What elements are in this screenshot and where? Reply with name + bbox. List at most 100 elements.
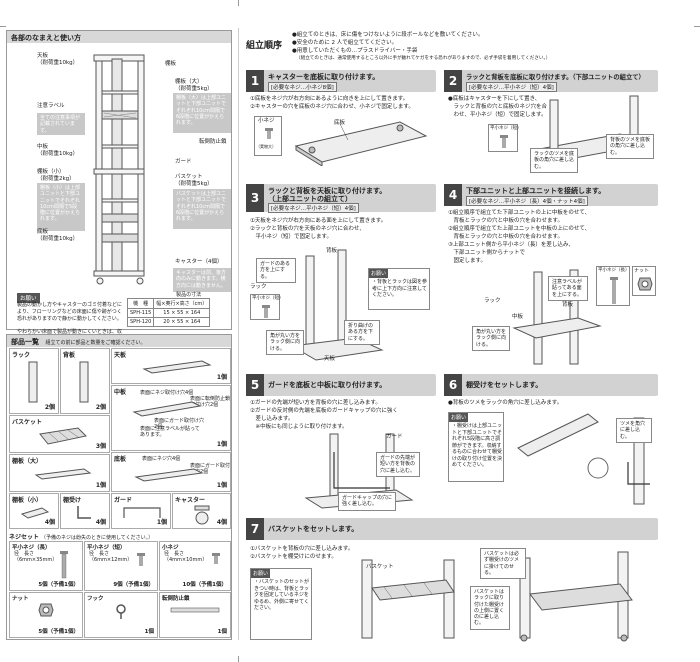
screws-title: ネジセット [9,534,40,541]
part-rack: ラック 2個 [9,348,59,414]
step-4-sub: [必要なネジ…平小ネジ（長）4個・ナット4個] [466,196,588,206]
step-1-bottom-label: 底板 [334,120,346,126]
screw-qty: 9個（予備1個） [113,582,154,588]
spec-cell: SPH-115 [126,308,155,318]
step-4-body-4: 背板とラックの穴と中板の穴を合わせます。 [448,234,563,240]
notice-badge: お願い [17,293,40,303]
step-3-title: ラックと背板を天板に取り付けます。 [268,187,387,195]
basket-note: バスケットは上部ユニットと下部ユニットでそれぞれ10cm間隔で6段階に位置がかえ… [173,189,231,229]
screw-size: 径 長さ （6mm×35mm） [14,551,58,563]
step-2-body-2: ラックと背板の穴と底板のネジ穴を合 [448,104,548,110]
step-1-number: 1 [246,70,264,92]
screw-qty: 1個 [217,629,227,635]
part-name: ガード [114,497,133,504]
step-3-label-top: 天板 [324,356,336,362]
step-2-note-back: 背板のツメを底板の角穴に差し込む。 [606,134,654,159]
shelf-large-note: 棚板（大）は上部ユニットと下部ユニットでそれぞれ10cm間隔で6段階に位置がかえ… [173,93,231,133]
part-qty: 1個 [216,374,227,381]
part-name: キャスター [175,497,206,504]
caution-note: 全ての注意事項が記載されています。 [37,113,85,135]
screw-qty: 10個（予備1個） [182,582,227,588]
step-4-body-2: 背板とラックの穴と中板の穴を合わせます。 [448,218,563,224]
step-3-label-back: 背板 [326,248,338,254]
part-basket: バスケット 3個 [9,415,110,453]
order-note-4: （組立てのときは、通常使用するところ以外に手が触れてケガをする恐れがありますので… [296,56,551,61]
spec-title: 製品の寸法 [176,292,202,298]
step-2-number: 2 [444,70,462,92]
label-top-board: 天板 （耐荷重10kg） [37,53,79,66]
parts-panel: 部品一覧 組立ての前に部品と数量をご確認ください。 ラック 2個 背板 2個 天… [6,334,232,640]
part-qty: 2個 [44,404,55,411]
part-top-board: 天板 1個 [111,348,231,384]
step-4-diagram [512,269,602,365]
step-7-diagram-left [361,559,455,639]
step-6-number: 6 [444,374,462,396]
step-3-sub: [必要なネジ…平小ネジ（短）4個] [268,203,359,213]
step-5-label-guard: ガード [386,434,403,440]
spec-header-size: 幅×奥行×高さ（cm） [153,298,211,309]
step-3-note-corner: 角が丸い方をラック側に向ける。 [266,330,304,355]
step-4-body-3: ②組立順序で組立てた上部ユニットを中板の上にのせて、 [448,226,591,232]
part-tip-chain: 転倒防止鎖 1個 [159,592,231,638]
screw-name: 平小ネジ（短） [87,545,126,551]
part-qty: 4個 [216,519,227,526]
part-name: 中板 [114,389,127,396]
order-note-2: ●安全のために 2 人で組立ててください。 [292,40,398,46]
step-6: 6 棚受けをセットします。 ●背板のツメをラックの角穴に差し込みます。 お願い … [444,374,658,514]
step-3-label-rack: ラック [250,284,267,290]
label-bottom-board: 底板 （耐荷重10kg） [37,229,79,242]
notice-badge: お願い [369,269,389,278]
part-qty: 1個 [216,482,227,489]
corner-mark [694,26,700,27]
label-guard: ガード [175,159,192,165]
mid-note-a: 表面にネジ取付け穴4個 [140,390,194,396]
step-3-notice: お願い ・背板とラックは図を参考に上下方向に注意してください。 [368,268,430,310]
actual-size-label: （実物大） [256,144,276,149]
step-5-note-cap: ガードキャップの穴に強く差し込む。 [338,492,396,511]
small-screw-box: 小ネジ （実物大） [254,116,282,156]
mid-note-d: 表面に注意ラベルが貼ってあります。 [140,426,200,438]
step-6-title: 棚受けをセットします。 [466,381,543,389]
step-2: 2 ラックと背板を底板に取り付けます。（下部ユニットの組立て） [必要なネジ…平… [444,70,658,173]
step-1-body-2: ②キャスターの穴を底板のネジ穴に合わせ、小ネジで固定します。 [250,104,414,110]
label-tip-prevent: 転倒防止鎖 [199,139,227,145]
part-name: 背板 [63,352,76,359]
order-note-3: ●用意していただくもの…プラスドライバー・手袋 [292,48,418,54]
step-7-title: バスケットをセットします。 [268,525,359,533]
screw-name: フック [87,596,104,602]
step-5-number: 5 [246,374,264,396]
part-caster: キャスター 4個 [172,493,231,529]
spec-cell: 20 × 55 × 164 [153,317,211,327]
step-7-body-2: ②バスケットを棚受けにのせます。 [250,554,337,560]
screw-qty: 1個 [144,629,154,635]
step-5-body-4: ※中板にも同じように取り付けます。 [250,424,348,430]
step-1-title: キャスターを底板に取り付けます。 [268,73,380,81]
part-qty: 1個 [95,482,106,489]
step-4: 4 下部ユニットと上部ユニットを接続します。 [必要なネジ…平小ネジ（長）4個・… [444,184,658,369]
step-3-body-3: 平小ネジ（短）で固定します。 [250,234,332,240]
part-name: バスケット [12,419,43,426]
part-qty: 3個 [95,443,106,450]
shelf-diagram [93,54,145,285]
step-4-note-label: 注意ラベルが貼ってある面を上にする。 [548,276,588,301]
screws-sub: （予備のネジは紛失のときに使用してください。） [40,535,154,541]
part-back-board: 背板 2個 [60,348,110,414]
step-5-body-3: 差し込みます。 [250,416,294,422]
part-name: 底板 [114,456,127,463]
step-3-body-2: ②ラックと背板の穴を天板のネジ穴に合わせ、 [250,226,365,232]
label-shelf-board: 棚板 [165,61,177,67]
step-1-diagram [294,121,428,166]
step-6-notice: お願い ・棚受けは上部ユニットと下部ユニットでそれぞれ5段階に高さ調節ができます… [448,412,504,482]
step-4-body-6: 下部ユニット側からナットで [448,250,526,256]
step-6-body-1: ●背板のツメをラックの角穴に差し込みます。 [448,400,563,406]
part-guard: ガード 1個 [111,493,171,529]
screw-qty: 5個（予備1個） [38,629,79,635]
spec-header-model: 機 種 [126,298,155,309]
step-4-body-1: ①組立順序で組立てた下部ユニットの上に中板をのせて、 [448,210,591,216]
spec-cell: 15 × 55 × 164 [153,308,211,318]
part-shelf-large: 棚板（大） 1個 [9,454,110,492]
step-2-body-3: わせ、平小ネジ（短）で固定します。 [448,112,547,118]
step-7-label-basket: バスケット [366,564,394,570]
